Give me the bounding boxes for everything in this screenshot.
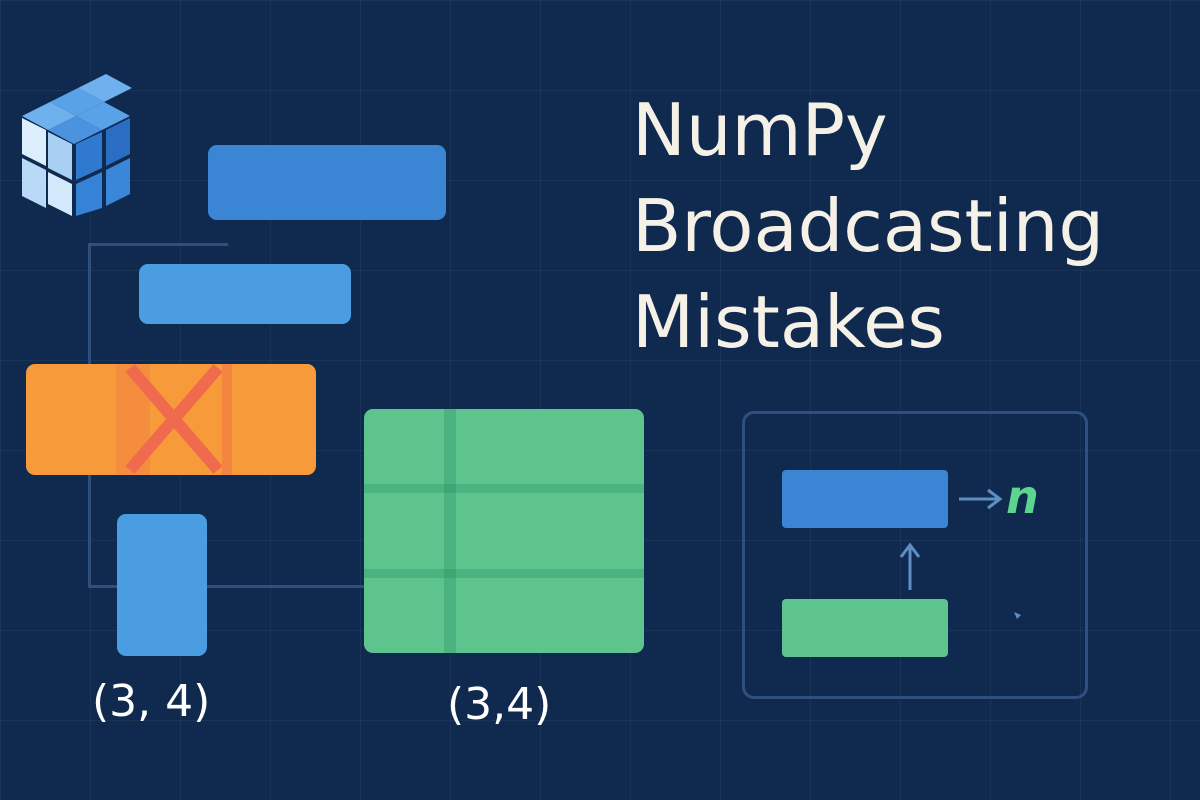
title-line: NumPy <box>632 88 888 172</box>
shape-label-right: (3,4) <box>447 679 552 730</box>
arrow-up-icon <box>899 542 921 590</box>
mismatched-array-block <box>26 364 316 475</box>
grid-divider <box>364 484 644 493</box>
connector-line <box>88 585 366 588</box>
panel-bar-blue <box>782 470 948 528</box>
cross-mark-icon <box>116 364 232 475</box>
grid-divider <box>364 569 644 578</box>
matrix-grid-block <box>364 409 644 653</box>
grid-divider <box>444 409 456 653</box>
page-title: NumPy Broadcasting Mistakes <box>632 82 1104 370</box>
array-block-light-blue <box>139 264 351 324</box>
shape-label-left: (3, 4) <box>92 676 211 727</box>
title-line: Mistakes <box>632 280 945 364</box>
panel-variable-label: n <box>1006 470 1039 524</box>
numpy-cube-icon <box>22 74 132 216</box>
arrow-right-icon <box>959 488 1003 510</box>
panel-bar-green <box>782 599 948 657</box>
column-vector-block <box>117 514 207 656</box>
pointer-mark-icon <box>1014 612 1021 619</box>
array-block-blue <box>208 145 446 220</box>
title-line: Broadcasting <box>632 184 1105 268</box>
broadcast-panel <box>742 411 1088 699</box>
connector-line <box>90 243 228 246</box>
